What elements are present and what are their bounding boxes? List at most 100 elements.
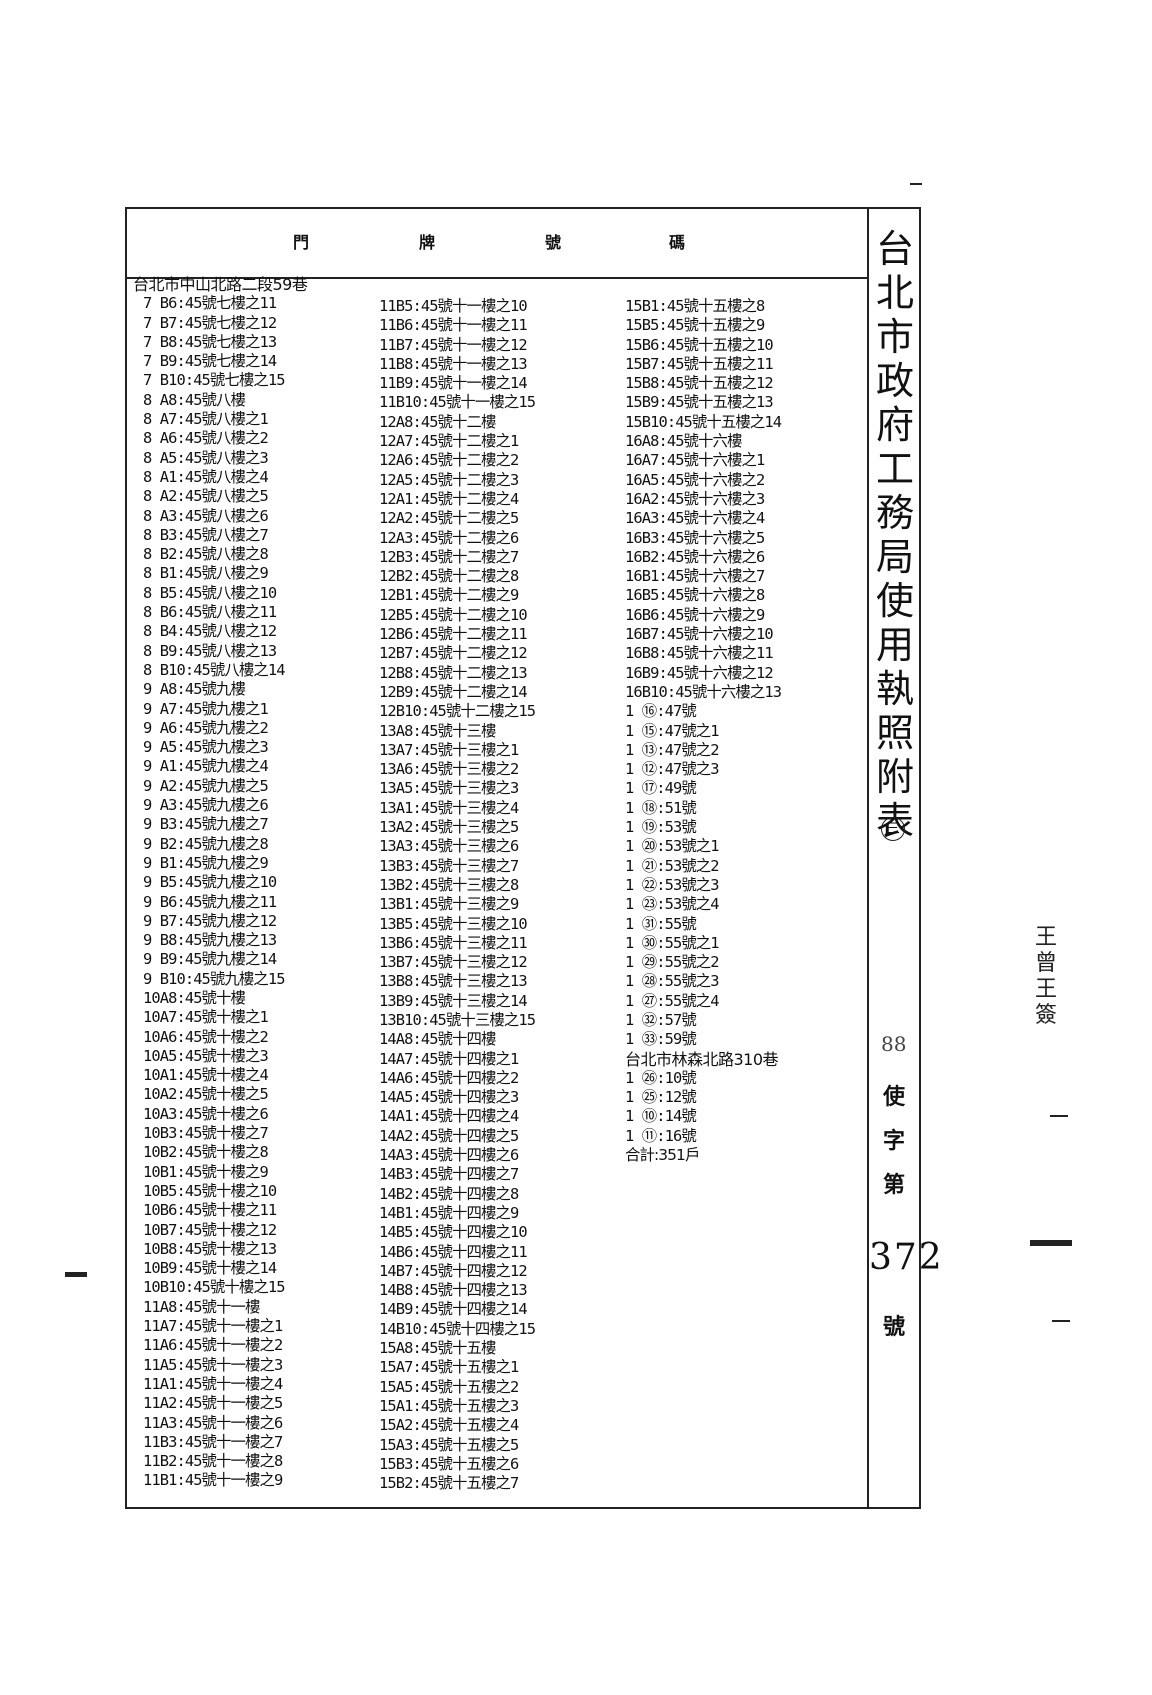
address-row: 8 A8:45號八樓 [143, 390, 246, 409]
side-panel: 台北市政府工務局使用執照附表 三 88 使 字 第 372 號 [867, 209, 942, 1507]
address-row: 15B6:45號十五樓之10 [625, 335, 774, 354]
address-row: 11B7:45號十一樓之12 [379, 335, 528, 354]
address-row: 14A8:45號十四樓 [379, 1030, 496, 1049]
address-row: 8 B10:45號八樓之14 [143, 660, 286, 679]
address-row: 9 B6:45號九樓之11 [143, 892, 277, 911]
address-row: 13A8:45號十三樓 [379, 721, 496, 740]
header-char-2: 牌 [419, 233, 436, 252]
address-row: 13A5:45號十三樓之3 [379, 779, 519, 798]
address-row: 1 ㉚:55號之1 [625, 933, 720, 952]
address-row: 13A3:45號十三樓之6 [379, 837, 519, 856]
address-row: 16B5:45號十六樓之8 [625, 586, 765, 605]
address-row: 11A3:45號十一樓之6 [143, 1413, 283, 1432]
address-row: 15B8:45號十五樓之12 [625, 374, 774, 393]
address-row: 15B7:45號十五樓之11 [625, 354, 774, 373]
side-title-char: 附 [875, 755, 914, 799]
address-row: 10B1:45號十樓之9 [143, 1162, 269, 1181]
address-row: 15B3:45號十五樓之6 [379, 1454, 519, 1473]
address-row: 11B3:45號十一樓之7 [143, 1432, 283, 1451]
address-row: 16A2:45號十六樓之3 [625, 489, 765, 508]
address-row: 12B5:45號十二樓之10 [379, 605, 528, 624]
address-row: 7 B7:45號七樓之12 [143, 313, 277, 332]
address-row: 1 ㉘:55號之3 [625, 972, 720, 991]
address-row: 1 ⑪:16號 [625, 1126, 697, 1145]
address-row: 10B2:45號十樓之8 [143, 1143, 269, 1162]
address-row: 14A2:45號十四樓之5 [379, 1126, 519, 1145]
address-row: 15A5:45號十五樓之2 [379, 1377, 519, 1396]
address-row: 9 B8:45號九樓之13 [143, 931, 277, 950]
address-row: 11A5:45號十一樓之3 [143, 1355, 283, 1374]
address-row: 8 A5:45號八樓之3 [143, 448, 269, 467]
address-row: 14B6:45號十四樓之11 [379, 1242, 528, 1261]
scan-mark [65, 1272, 87, 1277]
address-row: 12B2:45號十二樓之8 [379, 567, 519, 586]
side-title-char: 市 [875, 315, 914, 359]
address-row: 16B1:45號十六樓之7 [625, 567, 765, 586]
side-title-char: 府 [875, 403, 914, 447]
header-char-1: 門 [293, 233, 310, 252]
address-row: 1 ㉗:55號之4 [625, 991, 720, 1010]
permit-char-hao: 號 [883, 1314, 906, 1340]
address-row: 7 B8:45號七樓之13 [143, 332, 277, 351]
address-row: 13B6:45號十三樓之11 [379, 933, 528, 952]
permit-char-di: 第 [883, 1172, 906, 1198]
address-row: 9 B10:45號九樓之15 [143, 969, 286, 988]
address-row: 1 ⑩:14號 [625, 1107, 697, 1126]
address-row: 9 B7:45號九樓之12 [143, 911, 277, 930]
address-row: 14B7:45號十四樓之12 [379, 1261, 528, 1280]
address-row: 1 ㉕:12號 [625, 1088, 697, 1107]
address-row: 9 B9:45號九樓之14 [143, 950, 277, 969]
side-title-char: 工 [875, 447, 914, 491]
permit-char-zi: 字 [883, 1128, 906, 1154]
address-row: 16A5:45號十六樓之2 [625, 470, 765, 489]
address-row: 10A2:45號十樓之5 [143, 1085, 269, 1104]
address-row: 16A8:45號十六樓 [625, 432, 742, 451]
address-row: 11B10:45號十一樓之15 [379, 393, 536, 412]
side-title-char: 台 [875, 227, 914, 271]
address-row: 9 A2:45號九樓之5 [143, 776, 269, 795]
section-title-linsen: 台北市林森北路310巷 [625, 1049, 779, 1069]
address-row: 13A7:45號十三樓之1 [379, 740, 519, 759]
address-row: 15B5:45號十五樓之9 [625, 316, 765, 335]
address-row: 8 A1:45號八樓之4 [143, 467, 269, 486]
address-row: 11A7:45號十一樓之1 [143, 1317, 283, 1336]
address-row: 10B3:45號十樓之7 [143, 1124, 269, 1143]
address-row: 15B9:45號十五樓之13 [625, 393, 774, 412]
side-title-char: 北 [875, 271, 914, 315]
address-row: 14A1:45號十四樓之4 [379, 1107, 519, 1126]
address-row: 13A6:45號十三樓之2 [379, 760, 519, 779]
address-row: 14B2:45號十四樓之8 [379, 1184, 519, 1203]
address-row: 15A7:45號十五樓之1 [379, 1358, 519, 1377]
address-row: 10B8:45號十樓之13 [143, 1239, 277, 1258]
address-row: 8 B4:45號八樓之12 [143, 622, 277, 641]
address-row: 12A5:45號十二樓之3 [379, 470, 519, 489]
attachment-number: 三 [881, 817, 905, 841]
scan-mark [1030, 1240, 1072, 1246]
address-row: 13B7:45號十三樓之12 [379, 953, 528, 972]
address-row: 15A3:45號十五樓之5 [379, 1435, 519, 1454]
address-row: 1 ㉖:10號 [625, 1068, 697, 1087]
address-row: 8 B2:45號八樓之8 [143, 545, 269, 564]
address-row: 7 B9:45號七樓之14 [143, 352, 277, 371]
address-row: 13B1:45號十三樓之9 [379, 895, 519, 914]
margin-note-char: 王 [1035, 925, 1058, 950]
address-row: 1 ⑫:47號之3 [625, 760, 720, 779]
address-row: 14A6:45號十四樓之2 [379, 1068, 519, 1087]
address-row: 12A2:45號十二樓之5 [379, 509, 519, 528]
address-row: 1 ⑮:47號之1 [625, 721, 720, 740]
address-row: 16B6:45號十六樓之9 [625, 605, 765, 624]
address-row: 11B8:45號十一樓之13 [379, 354, 528, 373]
address-row: 11A2:45號十一樓之5 [143, 1394, 283, 1413]
address-row: 8 A3:45號八樓之6 [143, 506, 269, 525]
header-char-4: 碼 [669, 233, 686, 252]
side-title-char: 使 [875, 579, 914, 623]
address-row: 16B10:45號十六樓之13 [625, 682, 782, 701]
address-row: 9 B3:45號九樓之7 [143, 815, 269, 834]
address-row: 7 B10:45號七樓之15 [143, 371, 286, 390]
address-row: 8 A2:45號八樓之5 [143, 487, 269, 506]
permit-char-use: 使 [883, 1084, 906, 1110]
address-row: 8 B6:45號八樓之11 [143, 603, 277, 622]
